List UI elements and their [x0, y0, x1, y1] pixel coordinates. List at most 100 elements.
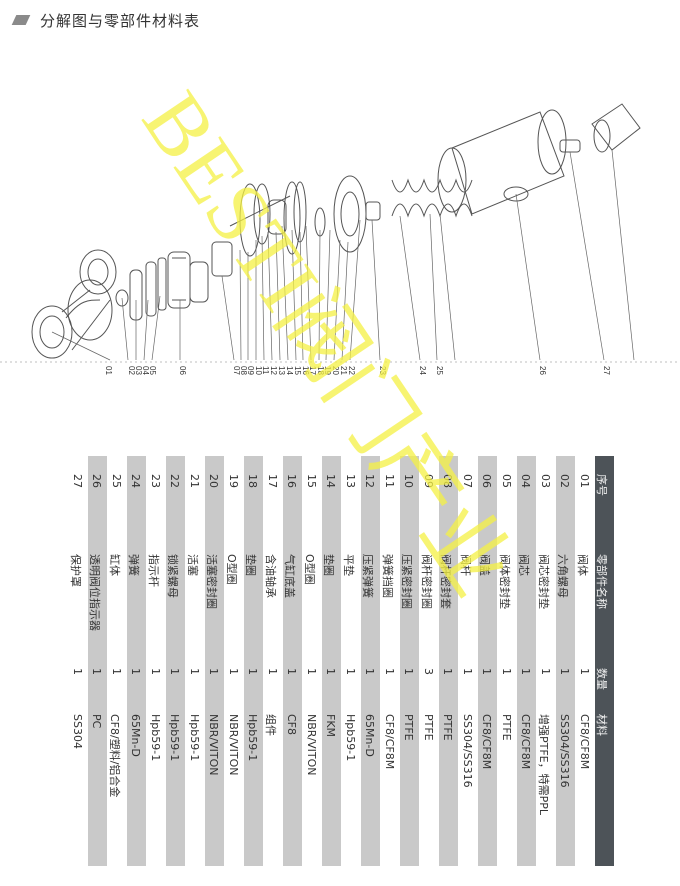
- callout-label: 08: [239, 366, 248, 375]
- table-cell: 11: [382, 474, 396, 488]
- table-cell: 1: [519, 668, 532, 675]
- table-cell: 阀体密封垫: [497, 554, 511, 609]
- callout-label: 22: [347, 366, 356, 375]
- table-cell: 1: [324, 668, 337, 675]
- table-cell: 23: [148, 474, 162, 488]
- table-cell: 指示杆: [146, 554, 160, 587]
- table-cell: 03: [538, 474, 552, 488]
- callout-label: 07: [232, 366, 241, 375]
- table-cell: 垫圈: [322, 554, 335, 576]
- table-cell: 07: [460, 474, 474, 488]
- table-cell: Hpb59-1: [343, 714, 357, 762]
- table-cell: 65Mn-D: [129, 714, 142, 757]
- callout-label: 20: [331, 366, 340, 375]
- table-cell: PTFE: [441, 714, 454, 741]
- callout-label: 15: [293, 366, 302, 375]
- table-cell: 透明阀位指示器: [88, 554, 101, 631]
- table-row: 03 阀芯密封垫 1 增强PTFE，特需PPL: [536, 456, 556, 866]
- table-cell: CF8/CF8M: [577, 714, 591, 770]
- table-cell: NBR/VITON: [207, 714, 220, 776]
- part-cylinder: [437, 109, 567, 215]
- table-cell: 1: [363, 668, 376, 675]
- table-cell: CF8/CF8M: [382, 714, 396, 770]
- callout-label: 10: [254, 366, 263, 375]
- table-cell: CF8/CF8M: [519, 714, 532, 770]
- table-cell: 18: [246, 474, 259, 488]
- table-header-cell: 序号: [595, 474, 608, 496]
- callout-label: 16: [301, 366, 310, 375]
- table-cell: PTFE: [421, 714, 435, 741]
- table-cell: 1: [168, 668, 181, 675]
- table-cell: 27: [70, 474, 84, 488]
- part-stem-assembly: [211, 183, 291, 277]
- table-cell: CF8/塑料/铝合金: [107, 714, 121, 798]
- table-cell: 阀盖: [478, 554, 491, 576]
- callout-label: 21: [339, 366, 348, 375]
- table-cell: 垫圈: [244, 554, 257, 576]
- table-cell: 阀芯: [517, 554, 530, 576]
- table-cell: 04: [519, 474, 532, 488]
- table-cell: 1: [265, 668, 279, 675]
- table-cell: 保护罩: [68, 554, 82, 587]
- table-cell: 21: [187, 474, 201, 488]
- table-cell: 12: [363, 474, 376, 488]
- table-cell: 1: [343, 668, 357, 675]
- table-cell: 六角螺母: [556, 554, 569, 598]
- table-cell: 20: [207, 474, 220, 488]
- callout-label: 11: [261, 366, 270, 375]
- table-cell: Hpb59-1: [187, 714, 201, 762]
- table-cell: 08: [441, 474, 454, 488]
- table-cell: 气缸底盖: [283, 554, 296, 598]
- table-cell: SS304: [70, 714, 84, 749]
- table-cell: 1: [499, 668, 513, 675]
- table-header-cell: 数量: [595, 668, 608, 690]
- table-cell: O型圈: [302, 554, 316, 585]
- callout-label: 27: [602, 366, 611, 375]
- table-cell: O型圈: [224, 554, 238, 585]
- table-cell: 1: [148, 668, 162, 675]
- table-cell: 阀杆密封圈: [419, 554, 433, 609]
- table-cell: 1: [207, 668, 220, 675]
- callout-label: 02: [127, 366, 136, 375]
- table-cell: 压紧密封圈: [400, 554, 413, 609]
- part-bonnet: [167, 251, 209, 309]
- table-cell: Hpb59-1: [168, 714, 181, 762]
- table-cell: 组件: [263, 714, 277, 736]
- table-cell: 1: [441, 668, 454, 675]
- part-piston-assembly: [283, 175, 381, 255]
- part-valve-body: [31, 249, 117, 359]
- table-cell: 锁紧螺母: [166, 554, 179, 598]
- table-cell: 阀芯密封垫: [536, 554, 550, 609]
- table-cell: PTFE: [499, 714, 513, 741]
- table-cell: 1: [304, 668, 318, 675]
- table-cell: 平垫: [341, 554, 355, 576]
- callout-label: 23: [378, 366, 387, 375]
- table-cell: 1: [70, 668, 84, 675]
- part-spring: [391, 178, 473, 218]
- table-cell: 1: [109, 668, 123, 675]
- table-cell: 1: [480, 668, 493, 675]
- table-cell: 增强PTFE，特需PPL: [536, 714, 550, 816]
- table-cell: 16: [285, 474, 298, 488]
- table-cell: 1: [129, 668, 142, 675]
- parallelogram-icon: [11, 15, 31, 25]
- table-cell: 1: [558, 668, 571, 675]
- table-cell: 1: [538, 668, 552, 675]
- table-header-row: 序号零部件名称数量材料: [594, 456, 614, 866]
- table-header-cell: 材料: [595, 714, 608, 736]
- table-cell: 17: [265, 474, 279, 488]
